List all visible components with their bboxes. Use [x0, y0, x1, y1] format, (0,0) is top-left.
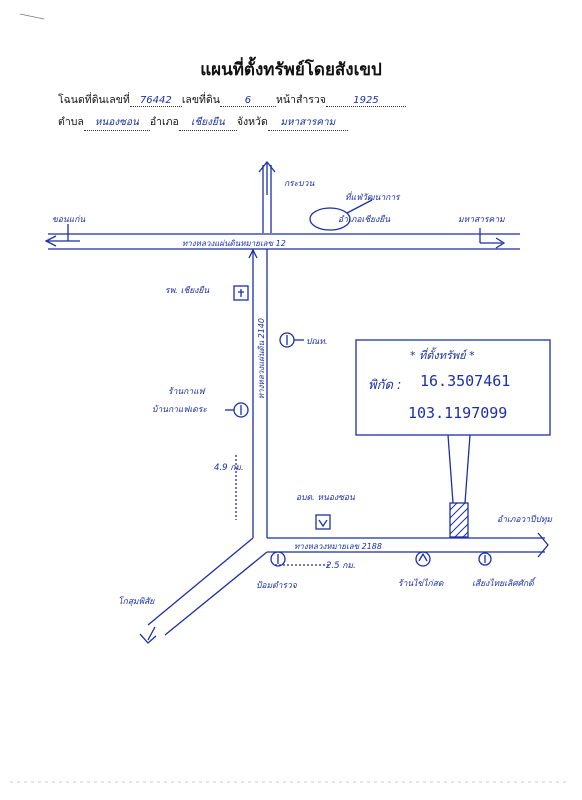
location-box: [355, 339, 551, 436]
province-value: มหาสารคาม: [267, 115, 348, 131]
land-no-label: เลขที่ดิน: [181, 94, 220, 106]
sw-road-bottom-edge: [164, 551, 268, 636]
market-circle: [415, 551, 431, 567]
station-label: ป้อมตำรวจ: [256, 581, 297, 591]
tambon-office-box: [315, 514, 331, 530]
west-direction: ขอนแก่น: [52, 215, 86, 225]
office-ellipse: [309, 207, 351, 231]
subdistrict-value: หนองซอน: [83, 115, 150, 131]
vertical-road-label: ทางหลวงแผ่นดิน 2140: [257, 318, 266, 400]
page-title: แผนที่ตั้งทรัพย์โดยสังเขป: [200, 60, 382, 80]
southwest-direction: โกสุมพิสัย: [118, 597, 155, 607]
longitude-value: 103.1197099: [408, 404, 508, 422]
horizontal-distance: 2.5 กม.: [326, 561, 356, 571]
subdistrict-label: ตำบล: [58, 116, 84, 128]
property-marker: [449, 502, 469, 538]
office-label-2: อำเภอเชียงยืน: [338, 215, 391, 225]
latitude-value: 16.3507461: [420, 372, 511, 390]
office-label-1: ที่แฟ่วัฒนาการ: [345, 193, 400, 203]
school-label: เสียงไทยเลิศศักดิ์: [472, 579, 534, 589]
shop-label-1: ร้านกาแฟ: [168, 387, 205, 397]
coord-label: พิกัด :: [368, 378, 402, 393]
market-label: ร้านไข่ไก่สด: [398, 579, 444, 589]
survey-value: 1925: [325, 95, 406, 107]
post-office-label: ปณท.: [306, 337, 328, 347]
east-road-direction: อำเภอวาปีปทุม: [497, 515, 553, 525]
survey-label: หน้าสำรวจ: [275, 94, 326, 106]
vertical-distance: 4.9 กม.: [214, 463, 244, 473]
station-circle: [270, 551, 286, 567]
sw-road-top-edge: [147, 537, 254, 626]
road-2188-label: ทางหลวงหมายเลข 2188: [294, 542, 382, 551]
hospital-box: [233, 285, 249, 301]
tambon-office-label: อบต. หนองซอน: [296, 493, 355, 503]
deed-value: 76442: [129, 95, 182, 107]
location-heading: * ที่ตั้งทรัพย์ *: [410, 349, 475, 362]
header-row-2: ตำบลหนองซอนอำเภอเชียงยืนจังหวัดมหาสารคาม: [58, 113, 348, 131]
land-no-value: 6: [219, 95, 276, 107]
school-circle: [478, 552, 492, 566]
east-direction: มหาสารคาม: [458, 215, 505, 225]
highway-12-label: ทางหลวงแผ่นดินหมายเลข 12: [182, 239, 286, 248]
shop-label-2: บ้านกาแฟเดระ: [152, 405, 207, 415]
deed-label: โฉนดที่ดินเลขที่: [58, 94, 130, 106]
north-label: กระบวน: [284, 179, 315, 189]
hospital-label: รพ. เชียงยืน: [165, 286, 210, 296]
district-value: เชียงยืน: [178, 115, 237, 131]
province-label: จังหวัด: [236, 116, 268, 128]
district-label: อำเภอ: [149, 116, 179, 128]
